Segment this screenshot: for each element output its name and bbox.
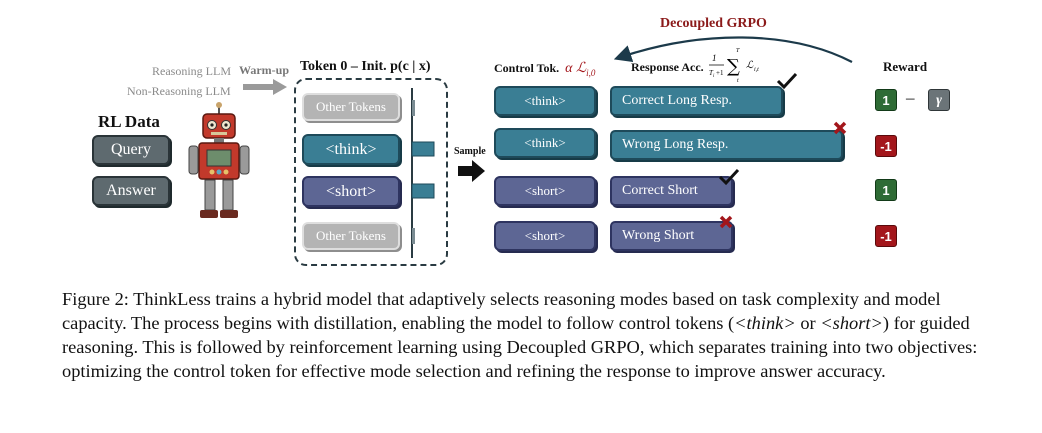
svg-text:i,t: i,t <box>754 67 759 73</box>
svg-text:T: T <box>709 69 714 77</box>
caption-prefix: Figure 2: ThinkLess trains a hybrid mode… <box>62 289 941 333</box>
cross-icon <box>719 215 733 229</box>
rollout-3-control: <short> <box>494 176 596 206</box>
caption-mid: or <box>795 313 821 333</box>
sample-arrow-icon <box>458 160 485 182</box>
rollout-2-response: Wrong Long Resp. <box>610 130 843 160</box>
grpo-feedback-arrow <box>613 36 853 63</box>
rollout-1-control: <think> <box>494 86 596 116</box>
answer-pill: Answer <box>92 176 170 206</box>
token-think: <think> <box>302 134 400 165</box>
check-icon <box>776 72 798 90</box>
rollout-1-response: Correct Long Resp. <box>610 86 783 116</box>
decoupled-grpo-title: Decoupled GRPO <box>660 16 767 31</box>
rollout-3-response: Correct Short <box>610 176 733 206</box>
rollout-4-response: Wrong Short <box>610 221 733 251</box>
token-short: <short> <box>302 176 400 207</box>
svg-text:i: i <box>713 74 715 79</box>
sample-label: Sample <box>454 146 486 157</box>
reasoning-llm-label: Reasoning LLM <box>152 64 231 78</box>
alpha-loss-symbol: α ℒi,0 <box>565 61 596 78</box>
caption-suffix: ) for guided reasoning. This is followed… <box>62 313 978 381</box>
warmup-arrow-icon <box>243 79 287 95</box>
rl-data-title: RL Data <box>98 112 160 131</box>
prob-bar-other-bottom <box>412 228 415 244</box>
reward-3: 1 <box>875 179 897 201</box>
warmup-label: Warm-up <box>239 63 290 77</box>
token0-title: Token 0 – Init. p(c | x) <box>300 59 431 74</box>
svg-text:ℒ: ℒ <box>746 60 754 71</box>
prob-bar-other-top <box>412 100 415 116</box>
svg-text:∑: ∑ <box>727 56 740 77</box>
caption-token-short: <short> <box>820 313 883 333</box>
svg-text:+1: +1 <box>716 69 724 77</box>
prob-bar-think <box>411 141 435 157</box>
reward-1-gamma: γ <box>928 89 950 111</box>
check-icon <box>718 168 740 186</box>
token-prob-bars <box>411 88 435 258</box>
svg-text:1: 1 <box>712 53 717 63</box>
svg-text:T: T <box>736 48 740 54</box>
token-other-top: Other Tokens <box>302 93 400 121</box>
figure-caption: Figure 2: ThinkLess trains a hybrid mode… <box>62 287 982 383</box>
non-reasoning-llm-label: Non-Reasoning LLM <box>127 84 231 98</box>
cross-icon <box>833 121 847 135</box>
rollout-2-control: <think> <box>494 128 596 158</box>
query-pill: Query <box>92 135 170 165</box>
token-distribution-box <box>294 78 448 266</box>
reward-4: -1 <box>875 225 897 247</box>
caption-token-think: <think> <box>734 313 796 333</box>
svg-text:t: t <box>737 78 739 84</box>
response-acc-header: Response Acc. <box>631 60 704 74</box>
reward-2: -1 <box>875 135 897 157</box>
reward-1-minus: – <box>906 88 915 107</box>
figure: Decoupled GRPO Reasoning LLM Non-Reasoni… <box>92 16 950 266</box>
reward-1: 1 <box>875 89 897 111</box>
control-tok-header: Control Tok. α ℒi,0 <box>494 61 596 78</box>
prob-bar-short <box>411 183 435 199</box>
response-loss-formula: 1 T i +1 T ∑ t ℒ i,t <box>709 48 759 84</box>
rollout-4-control: <short> <box>494 221 596 251</box>
token-other-bottom: Other Tokens <box>302 222 400 250</box>
reward-header: Reward <box>883 59 928 74</box>
robot-icon <box>188 102 250 218</box>
